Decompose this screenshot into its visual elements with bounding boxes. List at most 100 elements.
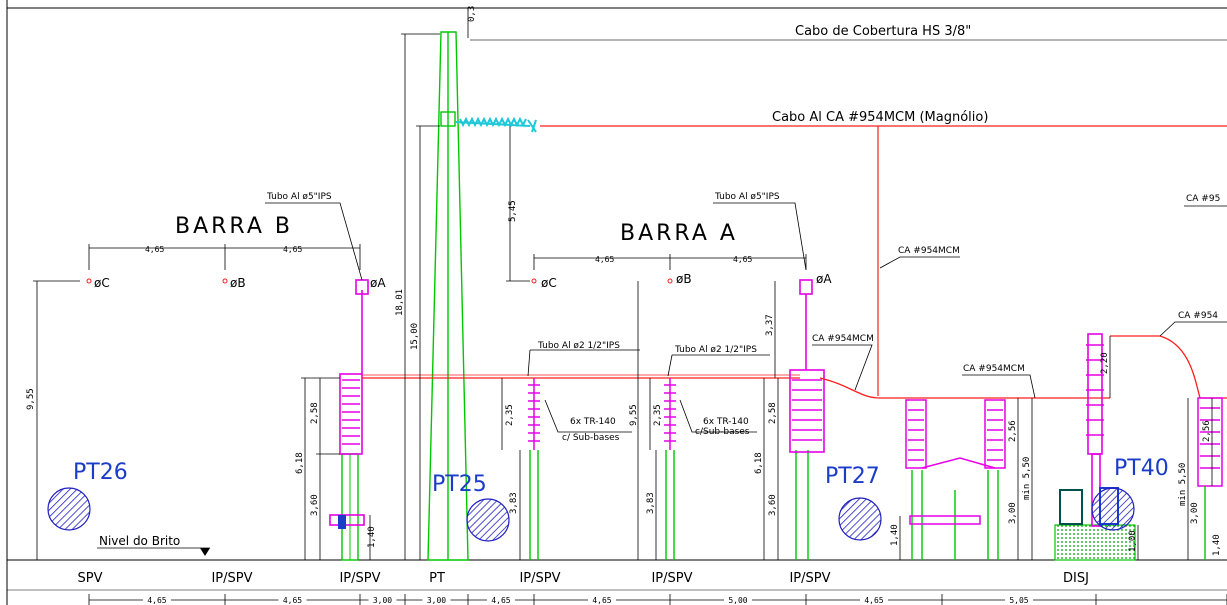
bottom-label: SPV (78, 571, 103, 586)
pt40-foundation (1091, 487, 1135, 531)
bottom-dim-bg (1005, 594, 1033, 604)
bottom-dim-value: 4,65 (283, 596, 302, 605)
disconnect-switch (905, 399, 1006, 560)
ca-label-4: CA #954 (1178, 311, 1218, 321)
bottom-dim-bg (143, 594, 171, 604)
phase-b-b: øB (230, 276, 246, 290)
dim-1801: 18,01 (395, 289, 405, 316)
insulator-left-1: 6x TR-140 (570, 417, 616, 427)
bottom-structure-labels: SPV IP/SPV IP/SPV PT IP/SPV IP/SPV IP/SPV DISJ (78, 571, 1089, 586)
dim-618-b: 6,18 (295, 452, 305, 474)
dim-1500: 15,00 (410, 323, 420, 350)
ca-label-3: CA #954MCM (963, 364, 1025, 374)
bottom-dim-value: 4,65 (592, 596, 611, 605)
bottom-dim-value: 4,65 (864, 596, 883, 605)
dim-383-1: 3,83 (509, 492, 519, 514)
dim-140-b: 1,40 (367, 526, 377, 548)
bottom-dimension-row: 4,65 4,65 3,00 3,00 4,65 4,65 5,00 4,65 5,05 (88, 594, 1227, 605)
dim-256-r: 2,56 (1202, 420, 1212, 442)
dim-360-b: 3,60 (310, 494, 320, 516)
dim-383-2: 3,83 (646, 492, 656, 514)
pt27-label: PT27 (825, 464, 880, 489)
dim-360-a: 3,60 (768, 494, 778, 516)
dim-140-r: 1,40 (1212, 534, 1222, 556)
dim-min-550-r: min 5,50 (1178, 463, 1188, 506)
insulator-stack-1 (528, 378, 540, 560)
bottom-label: PT (429, 571, 445, 586)
dim-235-1: 2,35 (505, 404, 515, 426)
dim-phase-b1: 4,65 (145, 245, 164, 254)
tube2-label: Tubo Al ø2 1/2"IPS (674, 345, 757, 355)
dim-235-2: 2,35 (653, 404, 663, 426)
dim-100: 1,00 (1128, 530, 1138, 552)
pt26-label: PT26 (73, 460, 128, 485)
dim-545: 5,45 (508, 200, 518, 222)
bottom-label: IP/SPV (651, 571, 692, 586)
pt26-foundation (47, 487, 91, 531)
bottom-dim-bg (278, 594, 307, 604)
dim-337: 3,37 (765, 314, 775, 336)
bottom-dim-value: 4,65 (491, 596, 510, 605)
main-cable-label: Cabo Al CA #954MCM (Magnólio) (772, 110, 988, 125)
bottom-label: IP/SPV (211, 571, 252, 586)
ground-level-label: Nivel do Brito (99, 534, 180, 548)
bottom-dim-bg (588, 594, 616, 604)
phase-a-b: øA (370, 276, 386, 290)
pt40-label: PT40 (1114, 456, 1169, 481)
dim-phase-b2: 4,65 (283, 245, 302, 254)
dim-258-a: 2,58 (768, 402, 778, 424)
ca-label-1: CA #954MCM (898, 246, 960, 256)
tube-a-label: Tubo Al ø5"IPS (714, 192, 780, 202)
bottom-dim-bg (860, 594, 888, 604)
bottom-dim-bg (422, 594, 451, 604)
tower-arm-insulator (454, 116, 537, 133)
dim-03: 0,3 (467, 6, 477, 22)
pt25-foundation (466, 498, 510, 542)
dim-220: 2,20 (1100, 352, 1110, 374)
pt25-label: PT25 (432, 472, 487, 497)
bottom-dim-bg (487, 594, 515, 604)
bottom-dim-value: 5,05 (1009, 596, 1028, 605)
dim-min-550: min 5,50 (1022, 457, 1032, 500)
tube-b-label: Tubo Al ø5"IPS (266, 192, 332, 202)
phase-b-a: øB (676, 272, 692, 286)
pt-tower (427, 31, 469, 561)
bottom-label: DISJ (1063, 571, 1089, 586)
bottom-label: IP/SPV (339, 571, 380, 586)
dim-955-left: 9,55 (26, 388, 36, 410)
tube1-label: Tubo Al ø2 1/2"IPS (537, 341, 620, 351)
insulator-left-2: c/ Sub-bases (562, 433, 620, 443)
bottom-label: IP/SPV (789, 571, 830, 586)
barra-a-structure (789, 279, 825, 560)
bottom-dim-value: 3,00 (427, 596, 446, 605)
phase-c-a: øC (541, 276, 557, 290)
dim-phase-a1: 4,65 (595, 255, 614, 264)
barra-b-title: BARRA B (175, 214, 293, 239)
dim-300: 3,00 (1008, 502, 1018, 524)
bottom-dim-value: 3,00 (373, 596, 392, 605)
dim-300-r: 3,00 (1190, 502, 1200, 524)
cover-cable-label: Cabo de Cobertura HS 3/8" (795, 24, 971, 39)
bottom-dim-value: 4,65 (147, 596, 166, 605)
dim-258-b: 2,58 (310, 402, 320, 424)
insulator-right-2: c/Sub-bases (695, 427, 750, 437)
bottom-dim-bg (368, 594, 397, 604)
ca-label-5: CA #95 (1186, 194, 1220, 204)
pt27-foundation (838, 497, 882, 541)
insulator-stack-2 (664, 378, 676, 560)
phase-a-a: øA (816, 272, 832, 286)
bottom-dim-bg (724, 594, 752, 604)
dim-140-c: 1,40 (890, 524, 900, 546)
barra-a-title: BARRA A (620, 221, 738, 246)
bottom-label: IP/SPV (519, 571, 560, 586)
barra-b-structure (329, 279, 369, 561)
right-structure (1197, 397, 1223, 487)
bottom-dim-value: 5,00 (728, 596, 747, 605)
phase-c-b: øC (94, 276, 110, 290)
dim-phase-a2: 4,65 (733, 255, 752, 264)
dim-955-mid: 9,55 (629, 404, 639, 426)
insulator-right-1: 6x TR-140 (703, 417, 749, 427)
dim-618-a: 6,18 (754, 452, 764, 474)
dim-256: 2,56 (1008, 420, 1018, 442)
